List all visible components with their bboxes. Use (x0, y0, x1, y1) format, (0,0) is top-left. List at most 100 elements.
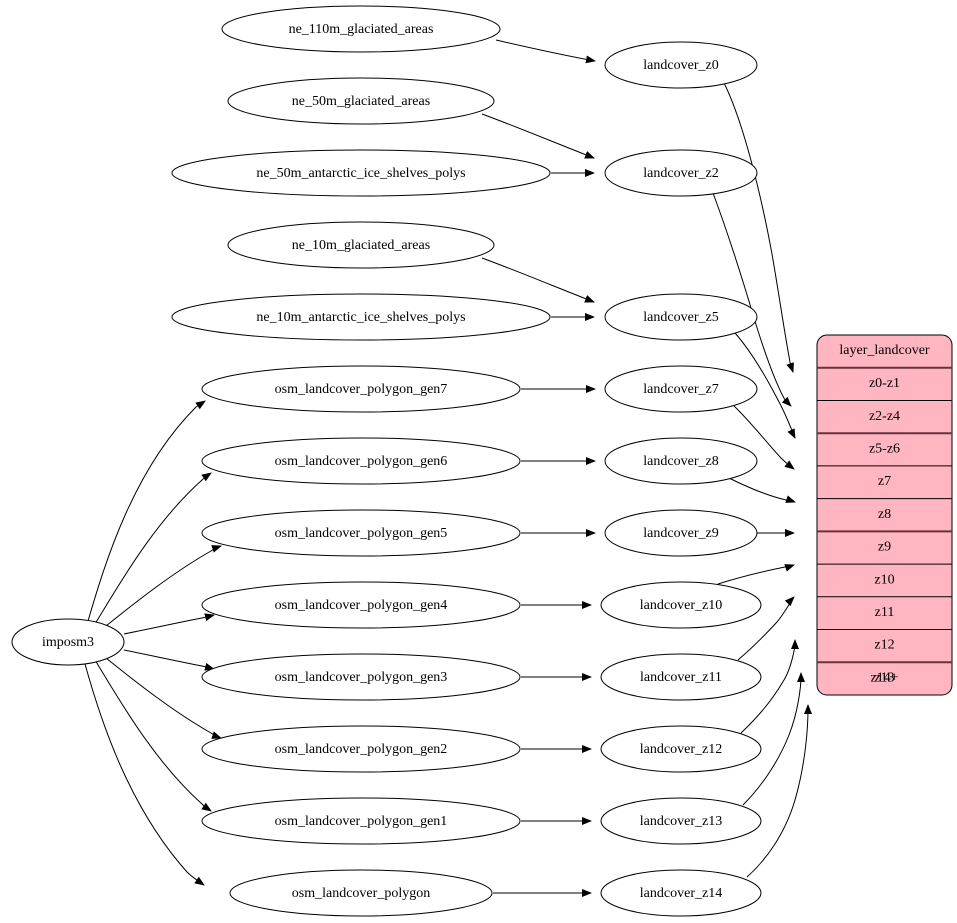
node-osm-landcover-polygon-gen1-label: osm_landcover_polygon_gen1 (275, 814, 448, 829)
edge-imposm3-to-gen2 (105, 657, 222, 739)
record-row-label-5[interactable]: z9 (878, 540, 891, 555)
node-landcover-z5[interactable]: landcover_z5 (604, 293, 758, 341)
node-ne-10m-glaciated-areas-label: ne_10m_glaciated_areas (292, 238, 430, 253)
node-osm-landcover-polygon-gen4[interactable]: osm_landcover_polygon_gen4 (201, 581, 521, 629)
node-landcover-z9[interactable]: landcover_z9 (604, 509, 758, 557)
node-ne-50m-glaciated-areas-label: ne_50m_glaciated_areas (292, 94, 430, 109)
node-landcover-z8-shape (604, 437, 758, 485)
record-row-label-2[interactable]: z5-z6 (869, 442, 900, 457)
edge-z0-to-row-z0z1 (723, 82, 794, 373)
node-landcover-z11[interactable]: landcover_z11 (600, 653, 762, 701)
edge-imposm3-to-polygon (84, 663, 205, 886)
edge-imposm3-to-gen5 (105, 545, 222, 627)
node-ne-50m-glaciated-areas[interactable]: ne_50m_glaciated_areas (227, 77, 495, 125)
record-row-label-1[interactable]: z2-z4 (869, 409, 900, 424)
node-landcover-z14-shape (600, 869, 762, 917)
node-landcover-z8-label: landcover_z8 (643, 454, 718, 469)
edge-imposm3-to-gen4 (123, 613, 215, 635)
node-osm-landcover-polygon-gen2-shape (201, 725, 521, 773)
node-landcover-z13-shape (600, 797, 762, 845)
node-landcover-z2-shape (604, 149, 758, 197)
node-landcover-z2[interactable]: landcover_z2 (604, 149, 758, 197)
record-header-label: layer_landcover (839, 343, 930, 358)
edge-z12-to-row-z12 (740, 639, 799, 734)
node-ne-50m-glaciated-areas-shape (227, 77, 495, 125)
node-landcover-z9-shape (604, 509, 758, 557)
record-row-label-0[interactable]: z0-z1 (869, 376, 900, 391)
node-osm-landcover-polygon-gen2[interactable]: osm_landcover_polygon_gen2 (201, 725, 521, 773)
node-ne-50m-antarctic-ice-shelves-polys[interactable]: ne_50m_antarctic_ice_shelves_polys (171, 149, 551, 197)
node-landcover-z12-shape (600, 725, 762, 773)
node-landcover-z2-label: landcover_z2 (643, 166, 718, 181)
layer-landcover-record[interactable]: layer_landcover z0-z1 z2-z4 z5-z6 z7 z8 … (816, 334, 953, 696)
edge-z2-to-row-z2z4 (712, 192, 792, 407)
edge-z8-to-row-z8 (728, 477, 796, 503)
node-landcover-z7[interactable]: landcover_z7 (604, 365, 758, 413)
node-osm-landcover-polygon-gen1[interactable]: osm_landcover_polygon_gen1 (201, 797, 521, 845)
node-landcover-z5-label: landcover_z5 (643, 310, 718, 325)
edge-z10-to-row-z10 (717, 564, 795, 585)
node-ne-10m-glaciated-areas[interactable]: ne_10m_glaciated_areas (227, 221, 495, 269)
node-ne-110m-glaciated-areas-label: ne_110m_glaciated_areas (289, 22, 434, 37)
record-row-label-6[interactable]: z10 (874, 573, 894, 588)
node-osm-landcover-polygon-label: osm_landcover_polygon (292, 886, 430, 901)
node-imposm3[interactable]: imposm3 (11, 618, 125, 666)
node-osm-landcover-polygon-gen6[interactable]: osm_landcover_polygon_gen6 (201, 437, 521, 485)
edge-z13-to-row-z13 (742, 672, 805, 806)
node-osm-landcover-polygon-gen5[interactable]: osm_landcover_polygon_gen5 (201, 509, 521, 557)
node-osm-landcover-polygon-gen3[interactable]: osm_landcover_polygon_gen3 (201, 653, 521, 701)
node-osm-landcover-polygon-gen5-label: osm_landcover_polygon_gen5 (275, 526, 448, 541)
record-row-label-8[interactable]: z12 (874, 638, 894, 653)
node-landcover-z7-label: landcover_z7 (643, 382, 718, 397)
node-imposm3-label: imposm3 (42, 635, 94, 650)
node-landcover-z13[interactable]: landcover_z13 (600, 797, 762, 845)
node-imposm3-shape (11, 618, 125, 666)
record-row-label-3[interactable]: z7 (878, 474, 891, 489)
node-landcover-z12[interactable]: landcover_z12 (600, 725, 762, 773)
node-osm-landcover-polygon-gen1-shape (201, 797, 521, 845)
node-landcover-z10-label: landcover_z10 (640, 598, 722, 613)
node-landcover-z10[interactable]: landcover_z10 (600, 581, 762, 629)
node-landcover-z11-shape (600, 653, 762, 701)
node-osm-landcover-polygon-shape (229, 869, 493, 917)
record-row-label-4[interactable]: z8 (878, 507, 891, 522)
node-osm-landcover-polygon-gen6-label: osm_landcover_polygon_gen6 (275, 454, 448, 469)
node-ne-110m-glaciated-areas-shape (221, 5, 501, 53)
node-osm-landcover-polygon-gen7[interactable]: osm_landcover_polygon_gen7 (201, 365, 521, 413)
node-osm-landcover-polygon-gen4-label: osm_landcover_polygon_gen4 (275, 598, 448, 613)
edge-imposm3-to-gen7 (87, 400, 206, 622)
edge-z11-to-row-z11 (737, 596, 795, 661)
node-osm-landcover-polygon-gen7-shape (201, 365, 521, 413)
node-landcover-z14[interactable]: landcover_z14 (600, 869, 762, 917)
node-osm-landcover-polygon-gen3-shape (201, 653, 521, 701)
node-landcover-z0-shape (604, 41, 758, 89)
record-row-label-7[interactable]: z11 (875, 605, 895, 620)
node-ne-10m-antarctic-ice-shelves-polys-shape (171, 293, 551, 341)
node-landcover-z7-shape (604, 365, 758, 413)
node-landcover-z12-label: landcover_z12 (640, 742, 722, 757)
edge-ne10m-glaciated-to-z5 (481, 257, 595, 303)
record-row-label-10[interactable]: z14+ (870, 671, 898, 686)
node-layer: imposm3 ne_110m_glaciated_areas ne_50m_g… (11, 5, 762, 917)
node-landcover-z10-shape (600, 581, 762, 629)
node-ne-10m-glaciated-areas-shape (227, 221, 495, 269)
node-osm-landcover-polygon[interactable]: osm_landcover_polygon (229, 869, 493, 917)
record-background (816, 334, 953, 696)
node-landcover-z5-shape (604, 293, 758, 341)
node-landcover-z0[interactable]: landcover_z0 (604, 41, 758, 89)
node-osm-landcover-polygon-gen4-shape (201, 581, 521, 629)
node-ne-10m-antarctic-ice-shelves-polys[interactable]: ne_10m_antarctic_ice_shelves_polys (171, 293, 551, 341)
node-landcover-z8[interactable]: landcover_z8 (604, 437, 758, 485)
node-landcover-z14-label: landcover_z14 (640, 886, 722, 901)
node-ne-110m-glaciated-areas[interactable]: ne_110m_glaciated_areas (221, 5, 501, 53)
node-osm-landcover-polygon-gen2-label: osm_landcover_polygon_gen2 (275, 742, 448, 757)
record-row-label-9[interactable]: z13 (874, 671, 894, 686)
node-ne-50m-antarctic-ice-shelves-polys-shape (171, 149, 551, 197)
edge-ne50m-glaciated-to-z2 (481, 113, 595, 159)
edge-z7-to-row-z7 (732, 404, 795, 470)
edge-z5-to-row-z5z6 (734, 332, 796, 439)
edge-z14-to-row-z14plus (746, 704, 812, 878)
edge-ne110m-to-z0 (495, 39, 596, 64)
